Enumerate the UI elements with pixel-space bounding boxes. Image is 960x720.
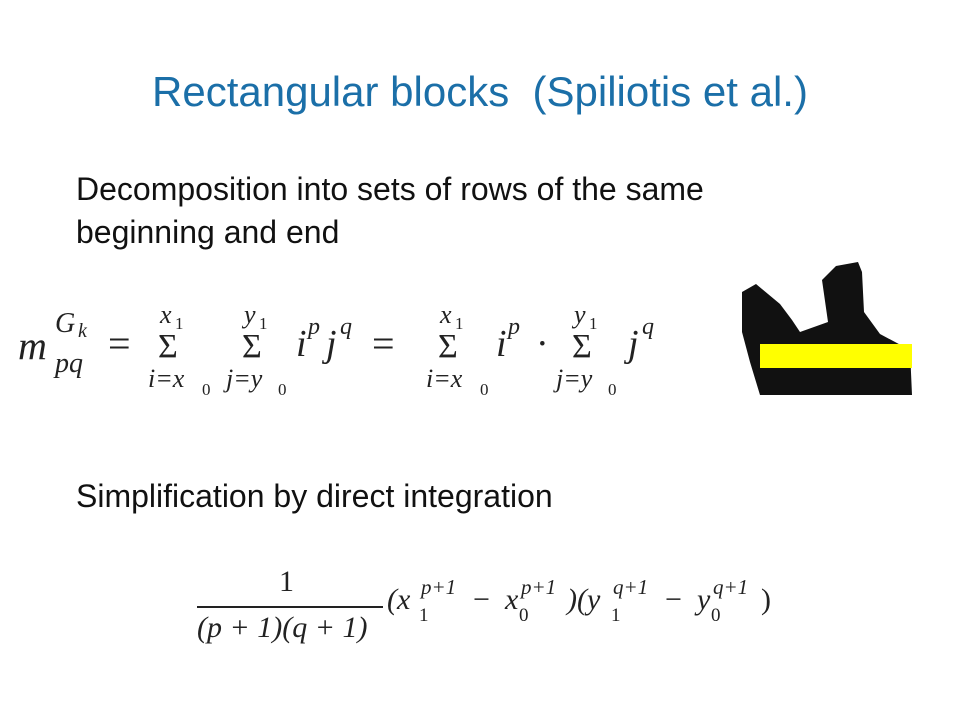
paragraph-simplification: Simplification by direct integration [76,478,553,514]
term-y1-exp: q+1 [613,575,649,599]
minus-1: − [473,583,490,616]
formula1-G: G [55,308,76,339]
term-close: ) [761,583,771,616]
formula1-equals-2: = [372,321,395,366]
formula1-pq: pq [55,348,83,379]
sum3-sigma: Σ [438,328,458,365]
formula1-q: q [340,314,352,340]
term-x1-open: (x [387,583,411,616]
fraction-bar [197,606,383,608]
sum1-upper: x [160,300,172,329]
yellow-row-band [760,344,912,368]
sum2-upper-sub: 1 [259,314,268,333]
black-region [742,262,912,395]
sum1-lower-sub: 0 [202,380,211,399]
formula1-q2: q [642,314,654,340]
minus-2: − [665,583,682,616]
term-x0: x [505,583,519,616]
sum2-lower: j=y [226,364,263,393]
sum4-lower-sub: 0 [608,380,617,399]
formula1-j: j [326,323,337,365]
fraction-numerator: 1 [279,565,294,598]
formula1-k: k [78,320,87,342]
paragraph-decomposition: Decomposition into sets of rows of the s… [76,171,704,251]
sum3-upper: x [440,300,452,329]
sum1-sigma: Σ [158,328,178,365]
formula1-i: i [296,323,307,365]
sum4-lower: j=y [556,364,593,393]
formula1-p2: p [508,314,520,340]
term-y1-open: )(y [567,583,601,616]
sum2-upper: y [244,300,256,329]
term-x0-sub: 0 [519,605,529,626]
term-x0-exp: p+1 [521,575,557,599]
formula-moment-sum: m G k pq = x 1 Σ i=x 0 y 1 Σ j=y 0 i p j… [0,300,720,410]
formula1-i2: i [496,323,507,365]
region-shape-illustration [742,262,912,395]
formula1-equals-1: = [108,321,131,366]
formula1-m: m [18,323,47,368]
fraction-denominator: (p + 1)(q + 1) [197,611,368,644]
sum3-upper-sub: 1 [455,314,464,333]
sum2-lower-sub: 0 [278,380,287,399]
term-y0-sub: 0 [711,605,721,626]
sum4-sigma: Σ [572,328,592,365]
term-y0: y [697,583,711,616]
sum1-upper-sub: 1 [175,314,184,333]
formula-integration: 1 (p + 1)(q + 1) (x p+1 1 − x p+1 0 )(y … [195,565,795,665]
formula1-p: p [308,314,320,340]
term-y0-exp: q+1 [713,575,749,599]
term-x1-sub: 1 [419,605,429,626]
sum3-lower: i=x [426,364,463,393]
sum4-upper-sub: 1 [589,314,598,333]
sum4-upper: y [574,300,586,329]
formula1-j2: j [628,323,639,365]
sum3-lower-sub: 0 [480,380,489,399]
term-x1-exp: p+1 [421,575,457,599]
sum2-sigma: Σ [242,328,262,365]
term-y1-sub: 1 [611,605,621,626]
formula1-dot: · [536,323,549,365]
sum1-lower: i=x [148,364,185,393]
slide-title: Rectangular blocks (Spiliotis et al.) [152,68,808,115]
